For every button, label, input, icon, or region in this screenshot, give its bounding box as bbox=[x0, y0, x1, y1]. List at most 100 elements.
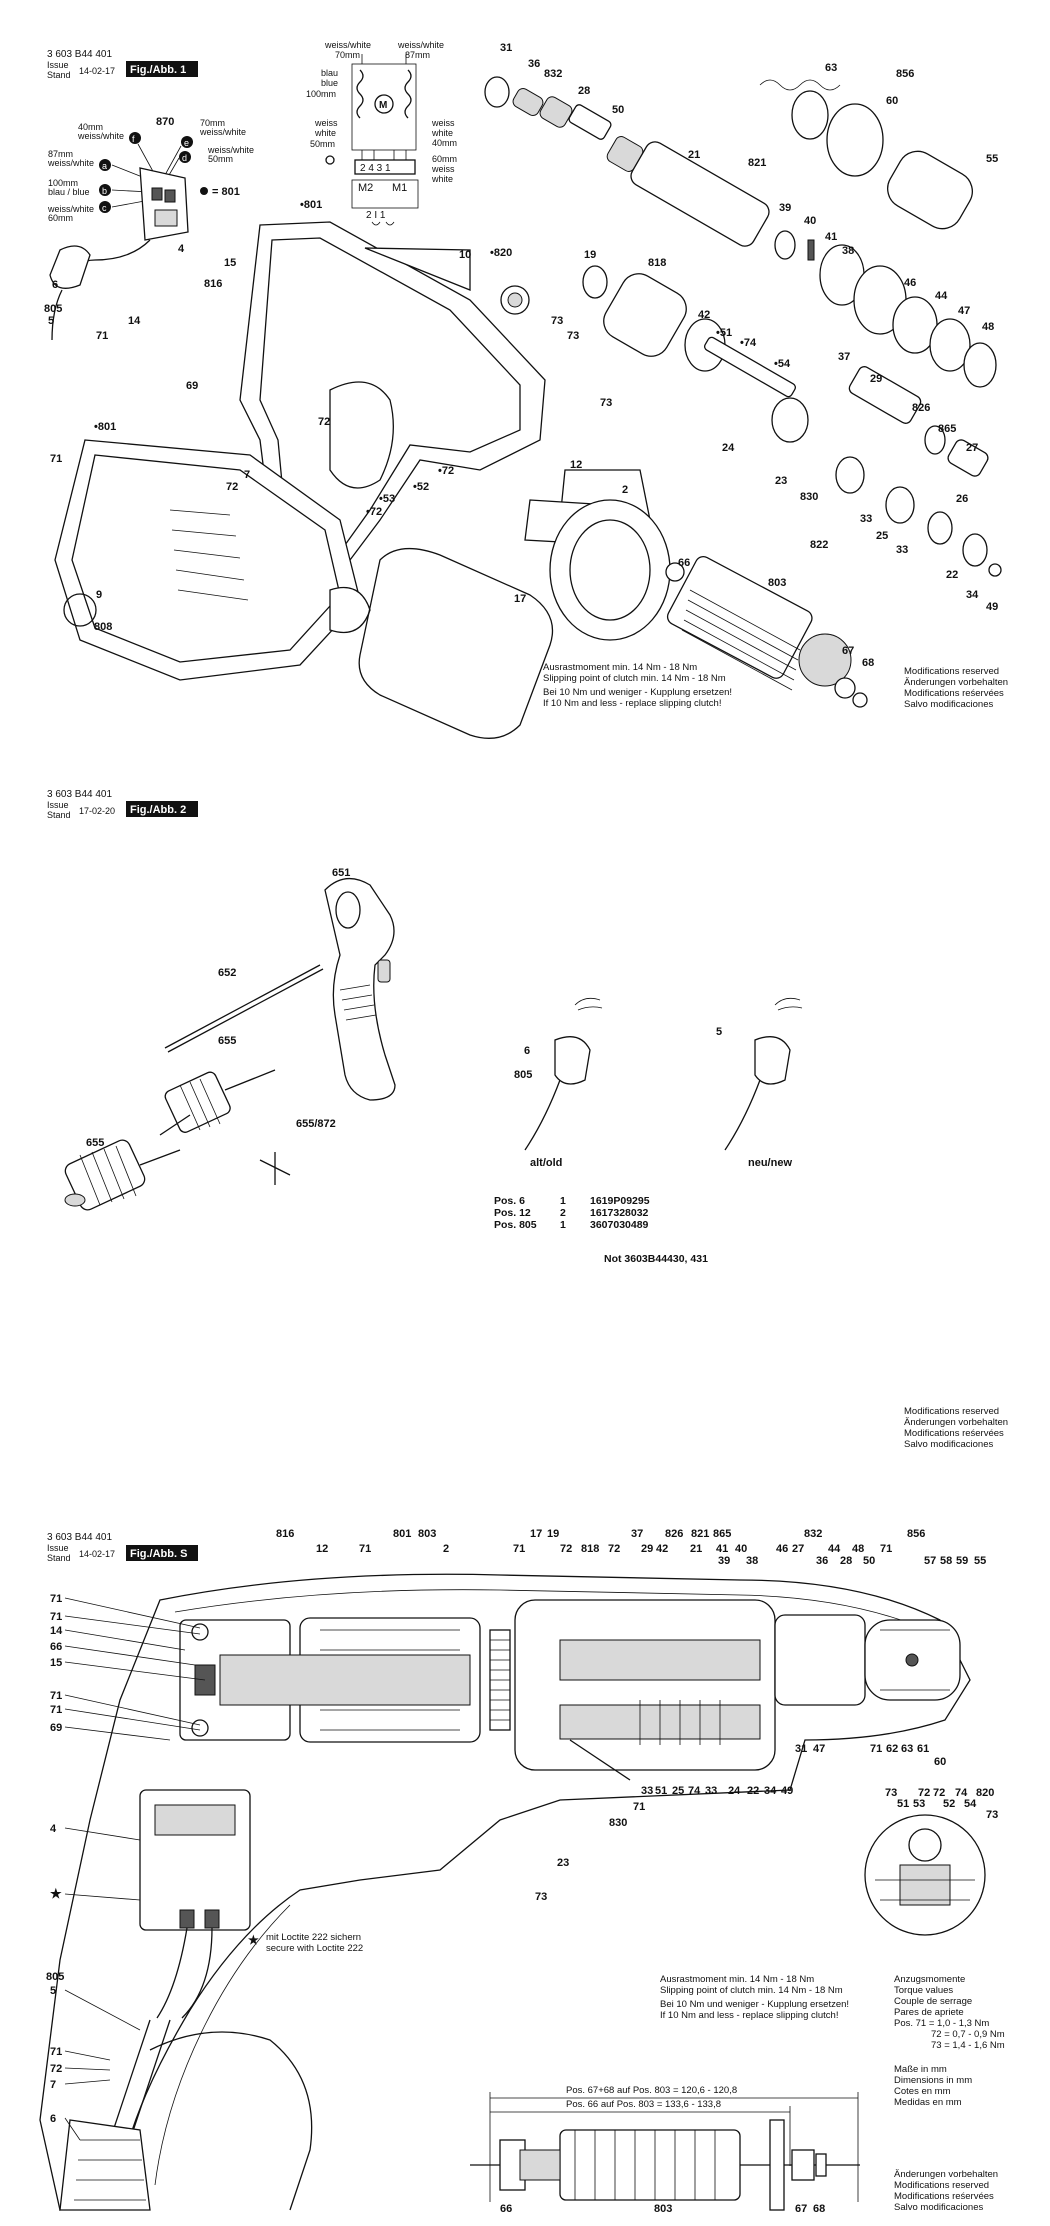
chuck-body bbox=[64, 1139, 146, 1211]
callout-73: 73 bbox=[535, 1891, 547, 1903]
dim-upper-label: Pos. 67+68 auf Pos. 803 = 120,6 - 120,8 bbox=[566, 2085, 737, 2096]
callout-55: 55 bbox=[974, 1555, 986, 1567]
callout-23: 23 bbox=[557, 1857, 569, 1869]
commutator-fan bbox=[798, 633, 852, 687]
gear-housing bbox=[514, 1599, 776, 1771]
callout-52: •52 bbox=[413, 481, 429, 493]
loctite-line: mit Loctite 222 sichern bbox=[266, 1932, 361, 1943]
badge-f bbox=[129, 132, 141, 144]
callout-72: 72 bbox=[226, 481, 238, 493]
part-27 bbox=[947, 439, 989, 477]
wire-label: 87mm bbox=[48, 149, 73, 159]
handle-opening bbox=[329, 381, 394, 489]
screw-71 bbox=[191, 1719, 209, 1737]
switch-contact bbox=[164, 189, 176, 203]
ring-48 bbox=[963, 342, 997, 388]
figure-2: 3 603 B44 401 Issue Stand 17-02-20 Fig./… bbox=[47, 789, 1008, 1450]
callout-805: 805 bbox=[44, 303, 62, 315]
callout-46: 46 bbox=[904, 277, 916, 289]
note-line: Ausrastmoment min. 14 Nm - 18 Nm bbox=[660, 1974, 814, 1985]
wire-label: 40mm bbox=[432, 138, 457, 148]
callout-821: 821 bbox=[691, 1528, 709, 1540]
housing-shell bbox=[54, 439, 361, 681]
callout-5: 5 bbox=[50, 1985, 56, 1997]
wire-label: blau / blue bbox=[48, 187, 90, 197]
figs-housing bbox=[39, 1573, 971, 2211]
fig2-label-box bbox=[126, 801, 198, 817]
fig1-armature bbox=[665, 555, 868, 708]
mod-line: Modifications reserved bbox=[904, 1406, 999, 1417]
callout-33: 33 bbox=[705, 1785, 717, 1797]
cord-new-line bbox=[724, 1079, 761, 1151]
cord-leads bbox=[156, 1927, 213, 2019]
switch-terminal bbox=[204, 1909, 220, 1929]
chuck-key-872 bbox=[259, 1152, 291, 1185]
callout-68: 68 bbox=[813, 2203, 825, 2215]
callout-73: 73 bbox=[885, 1787, 897, 1799]
bearing-66 bbox=[665, 562, 685, 582]
callout-655: 655 bbox=[218, 1035, 236, 1047]
brand-logo bbox=[63, 593, 97, 627]
callout-6: 6 bbox=[52, 279, 58, 291]
armature-slots bbox=[574, 2130, 716, 2200]
terminal-block bbox=[354, 159, 416, 175]
callout-36: 36 bbox=[816, 1555, 828, 1567]
callout-74: 74 bbox=[955, 1787, 968, 1799]
fig1-header: 3 603 B44 401 Issue Stand 14-02-17 Fig./… bbox=[47, 49, 198, 80]
callout-53: •53 bbox=[379, 493, 395, 505]
chuck-655-a bbox=[159, 1069, 276, 1136]
callout-54: 54 bbox=[964, 1798, 977, 1810]
callout-29: 29 bbox=[870, 373, 882, 385]
fig2-label: Fig./Abb. 2 bbox=[130, 804, 186, 816]
mains-label: 2 I 1 bbox=[366, 210, 386, 221]
callout-74: 74 bbox=[688, 1785, 701, 1797]
callout-72: 72 bbox=[318, 416, 330, 428]
fig1-clutch-note: Ausrastmoment min. 14 Nm - 18 Nm Slippin… bbox=[543, 662, 732, 709]
callout-72: 72 bbox=[608, 1543, 620, 1555]
callout-60: 60 bbox=[886, 95, 898, 107]
mod-line: Modifications reśervées bbox=[904, 1428, 1004, 1439]
callout-71: 71 bbox=[633, 1801, 645, 1813]
commutator bbox=[519, 2149, 561, 2181]
callout-39: 39 bbox=[779, 202, 791, 214]
callout-46: 46 bbox=[776, 1543, 788, 1555]
svg-text:a: a bbox=[102, 161, 107, 171]
washer-68 bbox=[815, 2153, 827, 2177]
callout-17: 17 bbox=[530, 1528, 542, 1540]
callout-19: 19 bbox=[547, 1528, 559, 1540]
callout-71: 71 bbox=[880, 1543, 892, 1555]
callout-822: 822 bbox=[810, 539, 828, 551]
chuck-body bbox=[164, 1071, 231, 1133]
fan bbox=[769, 2119, 785, 2211]
mod-line: Änderungen vorbehalten bbox=[894, 2169, 998, 2180]
figs-armature-callouts: 66 803 67 68 bbox=[500, 2203, 825, 2215]
callout-820: 820 bbox=[976, 1787, 994, 1799]
callout-57: 57 bbox=[924, 1555, 936, 1567]
figs-loctite-note: mit Loctite 222 sichern secure with Loct… bbox=[266, 1932, 363, 1954]
callout-23: 23 bbox=[775, 475, 787, 487]
cord-new-leads bbox=[774, 997, 803, 1011]
part-cell: 3607030489 bbox=[590, 1219, 649, 1231]
wire-label: weiss bbox=[431, 164, 455, 174]
ground-symbol bbox=[325, 155, 335, 165]
figs-detail-view bbox=[864, 1814, 986, 1936]
dims-line: Maße in mm bbox=[894, 2064, 947, 2075]
mod-line: Modifications reserved bbox=[904, 666, 999, 677]
ring-19 bbox=[582, 265, 608, 299]
callout-44: 44 bbox=[828, 1543, 841, 1555]
fig1-housing-shell bbox=[54, 439, 371, 681]
spring-63 bbox=[759, 79, 841, 91]
callout-66: 66 bbox=[500, 2203, 512, 2215]
callout-62: 62 bbox=[886, 1743, 898, 1755]
callout-51: •51 bbox=[716, 327, 732, 339]
callout-31: 31 bbox=[795, 1743, 807, 1755]
handle-clamp bbox=[377, 959, 391, 983]
part-36 bbox=[512, 88, 544, 116]
callout-818: 818 bbox=[648, 257, 666, 269]
note-line: If 10 Nm and less - replace slipping clu… bbox=[543, 698, 721, 709]
chuck-jaws bbox=[159, 1114, 191, 1136]
key-shape bbox=[259, 1152, 291, 1185]
callout-38: 38 bbox=[746, 1555, 758, 1567]
wire-label: 50mm bbox=[208, 154, 233, 164]
motor-field-box bbox=[351, 63, 417, 151]
